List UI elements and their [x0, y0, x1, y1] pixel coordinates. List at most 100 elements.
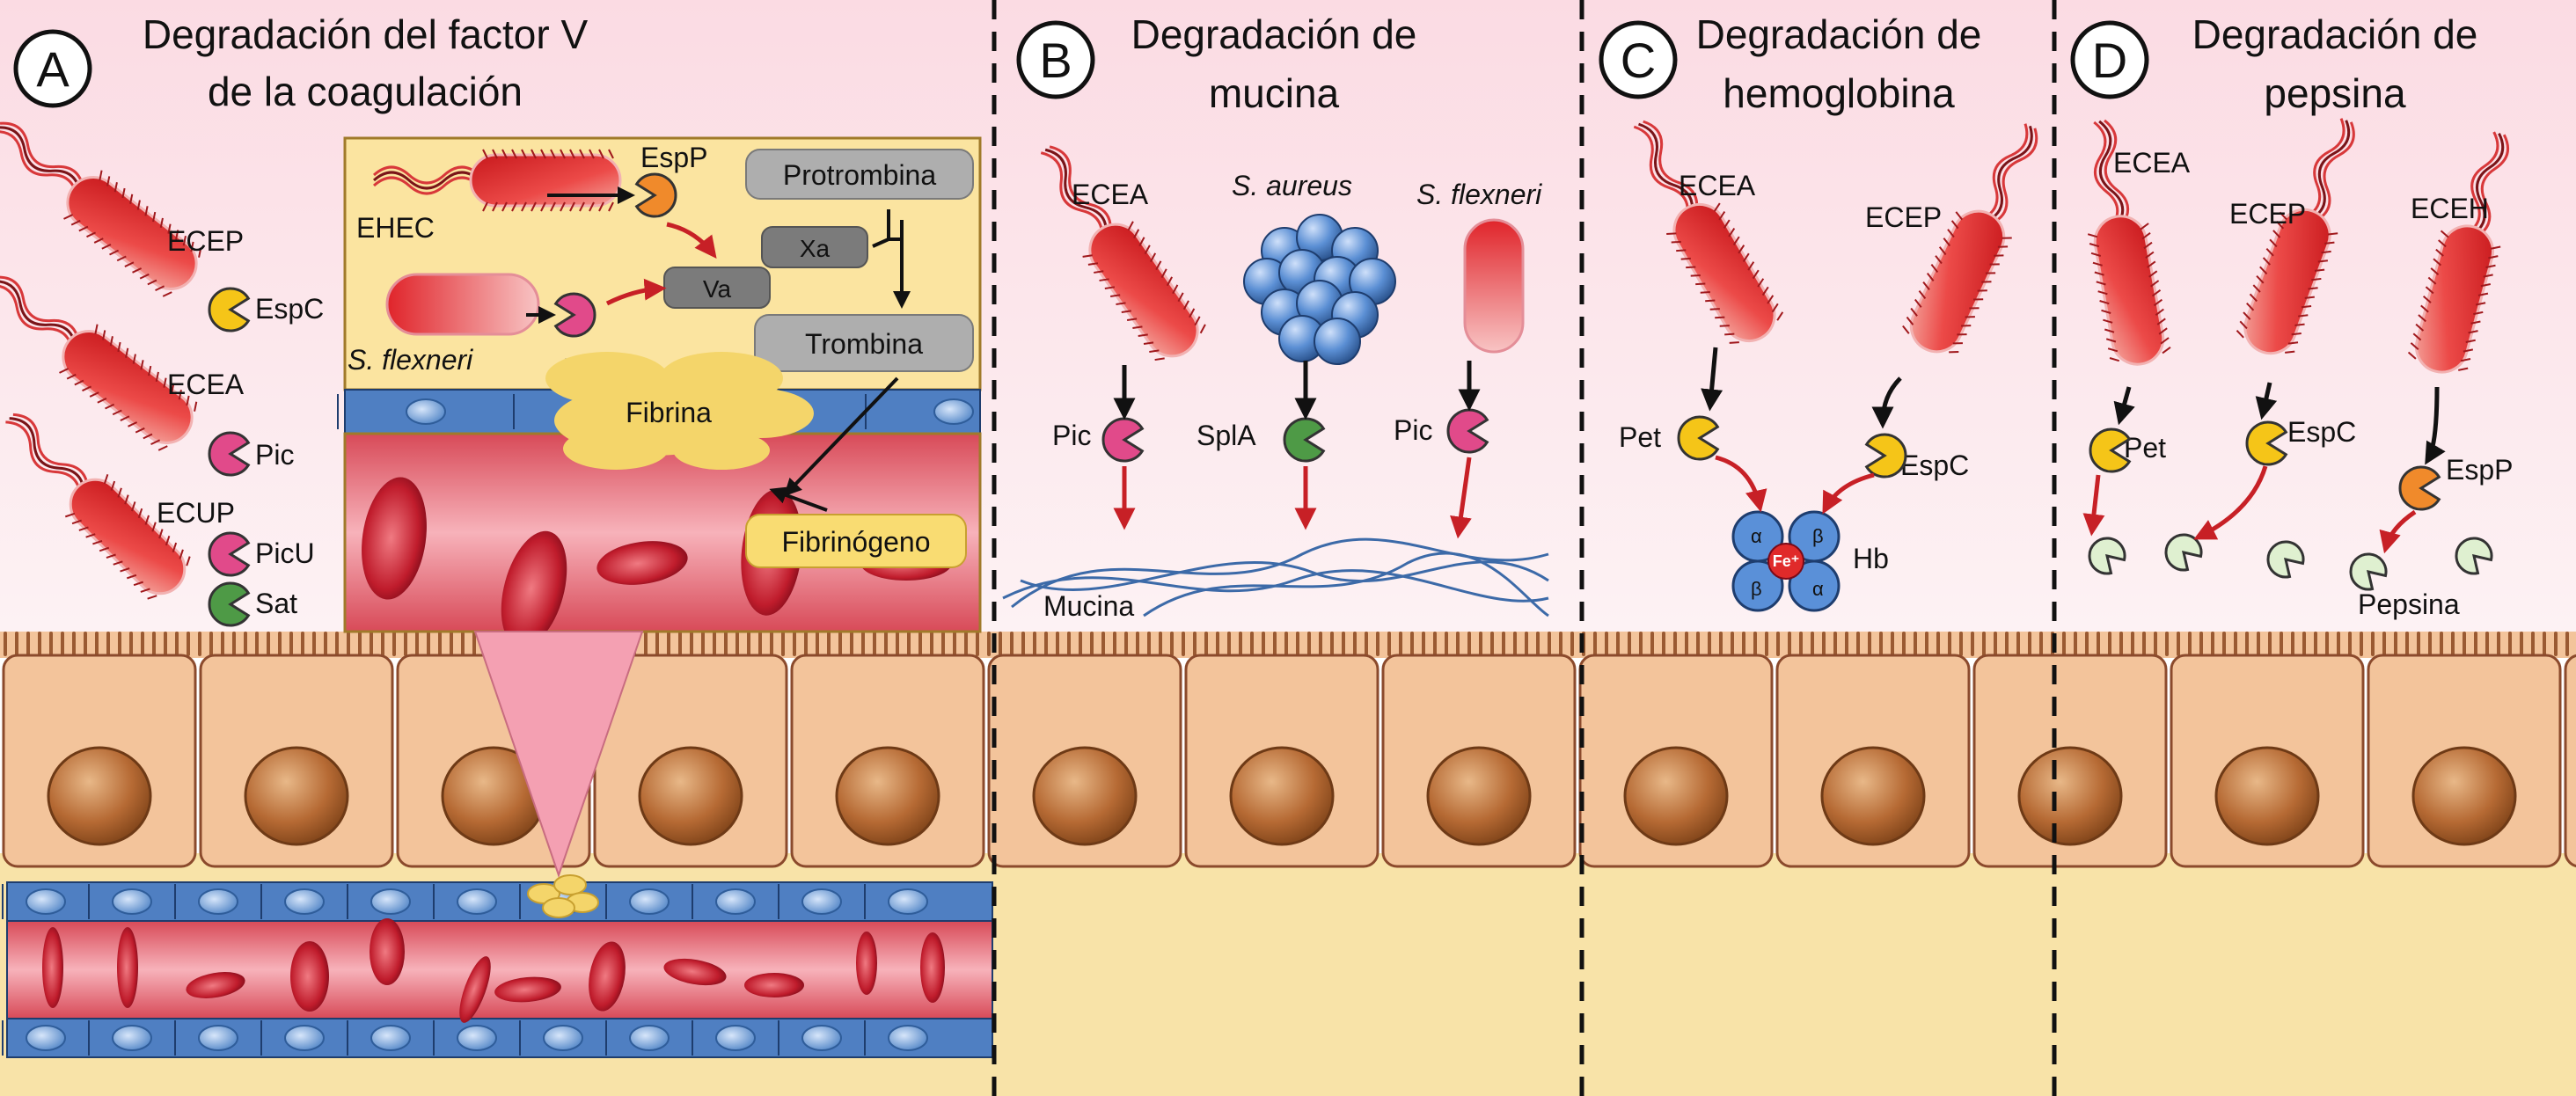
- fimbria: [158, 529, 164, 539]
- staph-coccus: [1314, 318, 1361, 365]
- red-blood-cell: [589, 941, 626, 1012]
- fimbria: [1977, 289, 1987, 292]
- fimbria: [179, 549, 184, 559]
- fimbria: [579, 201, 585, 212]
- microvillus: [106, 632, 110, 656]
- microvillus: [2154, 632, 2157, 656]
- microvillus: [2234, 632, 2237, 656]
- microvillus: [1731, 632, 1734, 656]
- fimbria: [1194, 316, 1201, 326]
- fimbria: [531, 149, 537, 159]
- fimbria: [1172, 284, 1179, 295]
- red-blood-cell: [663, 958, 727, 986]
- label-espc-c: EspC: [1900, 449, 1969, 481]
- fimbria: [2410, 342, 2419, 351]
- bacterium-flagellum: [1040, 151, 1103, 240]
- fimbria: [92, 540, 103, 545]
- endothelial-nucleus: [112, 1025, 152, 1051]
- microvillus: [1719, 632, 1723, 656]
- endothelial-nucleus: [801, 1025, 842, 1051]
- hb-beta-1: β: [1812, 525, 1824, 547]
- fimbria: [143, 433, 153, 440]
- red-blood-cell: [459, 956, 491, 1023]
- fimbria: [2438, 239, 2447, 248]
- arrow-ecep-espc-d: [2255, 382, 2278, 420]
- fimbria: [1969, 307, 1980, 310]
- red-blood-cell: [186, 972, 245, 998]
- fimbria: [1094, 270, 1104, 274]
- sflexneri-rod-b: [1463, 218, 1525, 354]
- fimbria: [2291, 332, 2302, 336]
- microvillus: [1513, 632, 1517, 656]
- fimbria: [2483, 274, 2493, 278]
- fimbria: [165, 535, 171, 546]
- bacterium-flagellum: [2093, 121, 2119, 227]
- label-espp-a: EspP: [640, 142, 707, 173]
- microvillus: [1971, 632, 1974, 656]
- fimbria: [131, 501, 136, 512]
- label-ecup-a: ECUP: [157, 497, 235, 529]
- fimbria: [113, 560, 123, 566]
- microvillus: [1319, 632, 1322, 656]
- microvillus: [1502, 632, 1505, 656]
- arrow-ecea-pet-c: [1701, 347, 1723, 412]
- microvillus: [1147, 632, 1151, 656]
- endothelial-nucleus: [284, 1025, 325, 1051]
- vessel-red-cells: [42, 918, 945, 1023]
- microvillus: [758, 632, 762, 656]
- microvillus: [1182, 632, 1185, 656]
- fimbria: [172, 542, 178, 552]
- fimbria: [2279, 211, 2287, 221]
- fimbria: [78, 526, 89, 531]
- cell-nucleus: [2214, 746, 2320, 846]
- microvillus: [461, 632, 465, 656]
- bacterium-flagellum: [1044, 148, 1108, 237]
- microvillus: [747, 632, 750, 656]
- microvillus: [118, 632, 121, 656]
- fimbria: [1922, 281, 1930, 290]
- fimbria: [120, 567, 130, 573]
- fimbria: [2140, 223, 2149, 230]
- fimbria: [64, 512, 76, 518]
- fimbria: [1747, 261, 1755, 271]
- label-ecea-b: ECEA: [1072, 179, 1149, 210]
- protease-pic-b1: [1101, 417, 1145, 463]
- bacterium-flagellum: [2104, 119, 2130, 225]
- fimbria: [1671, 240, 1681, 244]
- fimbria: [2314, 268, 2325, 272]
- microvillus: [1673, 632, 1677, 656]
- panel-a-title-line2: de la coagulación: [208, 69, 523, 114]
- microvillus: [2165, 632, 2169, 656]
- fibrinogeno-box: [745, 514, 967, 568]
- fimbria: [2246, 302, 2255, 311]
- fimbria: [1160, 268, 1167, 279]
- fimbria: [1155, 260, 1162, 271]
- red-blood-cell: [42, 927, 63, 1008]
- bacterium-flagellum: [372, 165, 481, 185]
- bacterium-flagellum: [2314, 121, 2355, 223]
- microvillus: [793, 632, 796, 656]
- fimbria: [171, 384, 175, 394]
- bacterium-flagellum: [2470, 132, 2505, 237]
- arrow-layer: [1113, 347, 2446, 554]
- fimbria: [1935, 255, 1943, 265]
- microvillus: [1811, 632, 1814, 656]
- fimbria: [2265, 247, 2274, 257]
- microvillus: [1410, 632, 1414, 656]
- hemoglobin: α β β α Fe⁺: [1731, 510, 1841, 612]
- label-ecep-d: ECEP: [2229, 198, 2306, 230]
- fimbria: [1997, 245, 2009, 248]
- fimbria: [125, 347, 129, 358]
- microvillus: [816, 632, 819, 656]
- microvillus: [1136, 632, 1139, 656]
- fimbria: [1719, 325, 1730, 327]
- red-blood-cell: [117, 927, 138, 1008]
- label-sflexneri-a: S. flexneri: [348, 344, 473, 376]
- hb-iron: Fe⁺: [1773, 552, 1800, 570]
- bacterium-flagellum: [0, 130, 78, 197]
- microvillus: [2039, 632, 2043, 656]
- microvillus: [1193, 632, 1197, 656]
- microvillus: [735, 632, 739, 656]
- fimbria: [1918, 289, 1927, 299]
- microvillus: [2554, 632, 2558, 656]
